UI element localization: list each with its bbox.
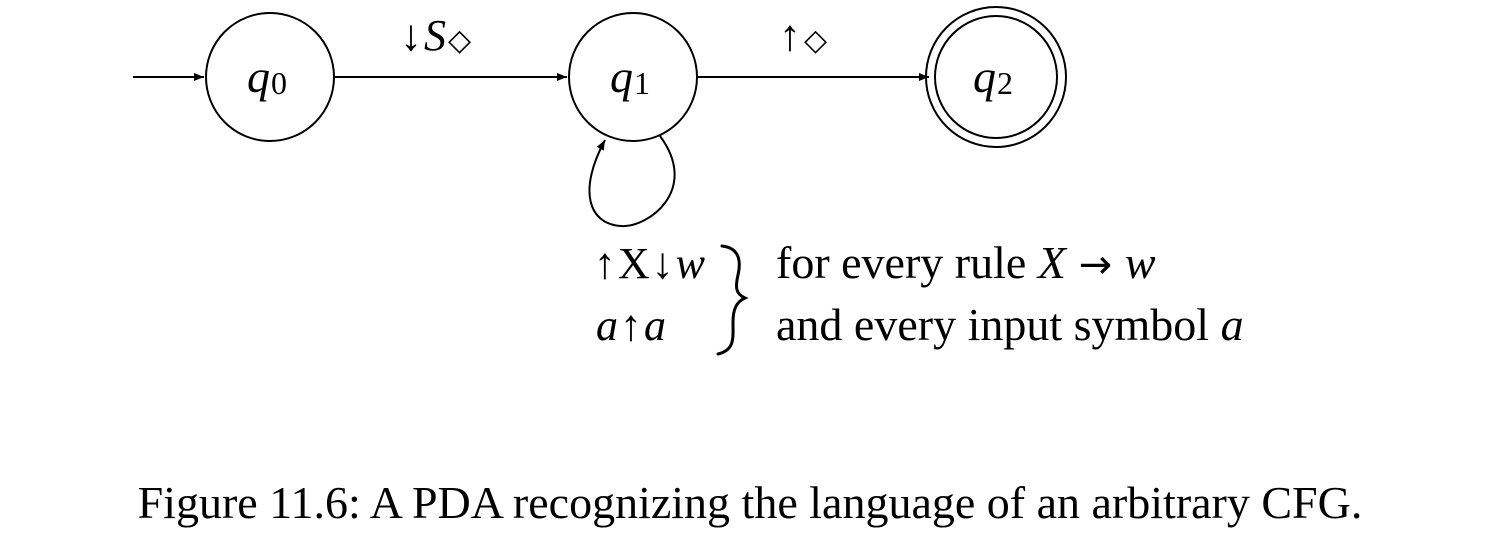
state-q1: q1 <box>568 12 698 142</box>
edge-q1-loop <box>588 135 676 228</box>
edge-q1-q2-label: ↑◇ <box>779 11 827 60</box>
state-q2-label: q2 <box>973 51 1013 102</box>
state-q2: q2 <box>925 6 1067 148</box>
loop-label-rule: ↑X↓w <box>594 239 706 288</box>
annotation-rule: for every rule X → w <box>776 237 1156 288</box>
state-q1-label: q1 <box>610 51 650 102</box>
loop-label-symbol: a↑a <box>596 301 666 350</box>
edge-q0-q1-label: ↓S◇ <box>400 11 471 60</box>
loop-brace <box>716 244 749 356</box>
annotation-symbol: and every input symbol a <box>776 299 1244 350</box>
state-q0: q0 <box>205 12 335 142</box>
state-q0-label: q0 <box>247 51 287 102</box>
figure-caption: Figure 11.6: A PDA recognizing the langu… <box>137 477 1363 528</box>
